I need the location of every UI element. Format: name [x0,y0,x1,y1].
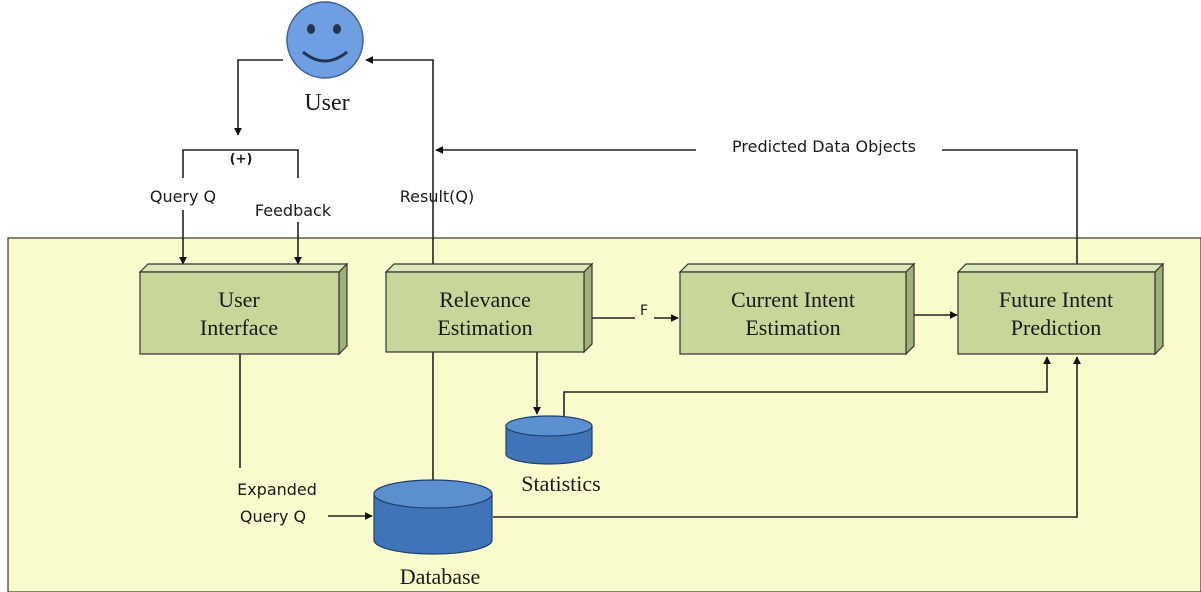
predicted-label: Predicted Data Objects [732,137,916,156]
edge-db-to-future [493,356,1081,518]
box-current-line2: Estimation [745,315,840,340]
edge-predicted-right [942,149,1078,264]
result-label: Result(Q) [400,187,475,206]
expanded-label-line2: Query Q [240,507,306,526]
box-rel-line2: Estimation [437,315,532,340]
statistics-label: Statistics [521,471,600,496]
join-bracket [182,149,299,178]
query-label: Query Q [150,187,216,206]
statistics-store: Statistics [505,415,601,496]
edge-result [365,56,434,264]
edge-stats-to-future [563,356,1051,419]
box-future-intent: Future Intent Prediction [956,262,1165,356]
box-rel-line1: Relevance [439,287,531,312]
box-ui-line2: Interface [200,315,278,340]
box-current-intent: Current Intent Estimation [678,262,916,356]
box-future-line1: Future Intent [999,287,1113,312]
join-symbol: (+) [230,152,253,167]
box-future-line2: Prediction [1011,315,1101,340]
box-user-interface: User Interface [138,262,349,356]
cylinder-icon [373,479,493,555]
box-relevance-estimation: Relevance Estimation [384,262,594,354]
f-label: F [640,303,648,319]
box-current-line1: Current Intent [731,287,855,312]
box-ui-line1: User [218,287,260,312]
cylinder-icon [505,415,593,465]
user-node: User [286,1,364,116]
smiley-face-icon [286,1,364,79]
feedback-label: Feedback [255,201,332,220]
edge-user-to-join [234,59,283,136]
expanded-label-line1: Expanded [237,480,317,499]
database-store: Database [373,479,493,589]
user-label: User [304,90,349,116]
database-label: Database [400,564,481,589]
